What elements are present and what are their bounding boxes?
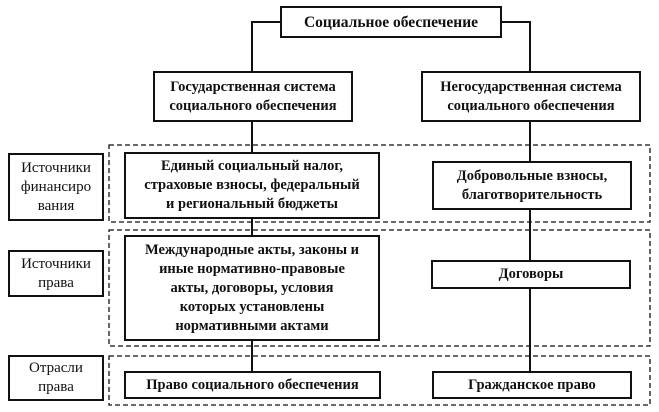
connector-root-to-state (251, 21, 280, 71)
connector-root-to-nonstate (501, 21, 531, 71)
state-law-branches-node: Право социального обеспечения (124, 371, 381, 399)
column-nonstate-system: Негосударственная система социального об… (421, 71, 641, 122)
row-label-law-branches-text: Отрасли права (29, 360, 83, 395)
nonstate-financing-node: Добровольные взносы, благотворительность (432, 161, 632, 210)
state-law-branches-text: Право социального обеспечения (146, 376, 359, 393)
row-label-financing: Источники финансиро вания (8, 153, 104, 221)
nonstate-law-sources-text: Договоры (498, 266, 564, 282)
row-label-law-sources: Источники права (8, 250, 104, 297)
nonstate-law-branches-node: Гражданское право (432, 371, 632, 399)
group-law-sources-dashed (108, 229, 651, 347)
group-law-branches-dashed (108, 355, 651, 406)
state-law-sources-text: Международные акты, законы и иные нормат… (144, 241, 360, 334)
column-state-system: Государственная система социального обес… (153, 71, 353, 122)
row-label-law-sources-text: Источники права (21, 255, 91, 291)
root-label: Социальное обеспечение (303, 13, 479, 31)
state-law-sources-node: Международные акты, законы и иные нормат… (124, 235, 380, 341)
state-financing-text: Единый социальный налог, страховые взнос… (144, 158, 360, 212)
nonstate-financing-text: Добровольные взносы, благотворительность (456, 167, 608, 203)
root-node: Социальное обеспечение (280, 6, 502, 38)
state-financing-node: Единый социальный налог, страховые взнос… (124, 152, 380, 219)
group-financing-dashed (108, 144, 651, 223)
column-nonstate-label: Негосударственная система социального об… (440, 78, 622, 114)
row-label-financing-text: Источники финансиро вания (20, 159, 92, 214)
column-state-label: Государственная система социального обес… (169, 78, 337, 114)
nonstate-law-branches-text: Гражданское право (468, 376, 596, 393)
row-label-law-branches: Отрасли права (8, 355, 104, 401)
nonstate-law-sources-node: Договоры (431, 260, 631, 289)
